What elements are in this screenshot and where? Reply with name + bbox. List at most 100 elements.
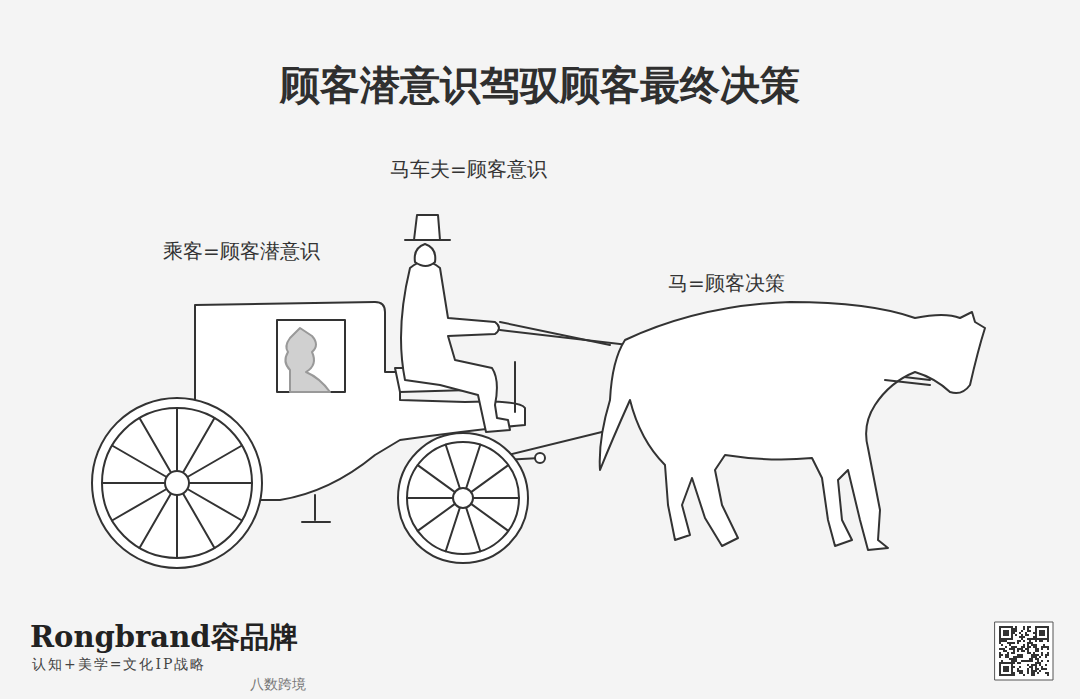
spoke: [176, 495, 178, 558]
qr-module: [1017, 648, 1019, 650]
qr-module: [1001, 640, 1003, 642]
qr-module: [1003, 662, 1005, 664]
qr-module: [1043, 626, 1045, 628]
qr-module: [1015, 646, 1017, 648]
spoke: [418, 504, 455, 531]
qr-module: [1047, 636, 1049, 638]
qr-module: [1025, 634, 1027, 636]
qr-module: [1027, 628, 1029, 630]
qr-module: [1007, 668, 1009, 670]
spoke: [471, 504, 508, 531]
qr-module: [1009, 626, 1011, 628]
rear-wheel-hub: [165, 471, 189, 495]
qr-module: [1019, 656, 1021, 658]
qr-module: [1029, 630, 1031, 632]
qr-module: [1013, 632, 1015, 634]
qr-module: [1011, 668, 1013, 670]
qr-module: [1001, 638, 1003, 640]
qr-module: [1013, 650, 1015, 652]
qr-module: [1035, 670, 1037, 672]
qr-module: [1005, 670, 1007, 672]
qr-module: [1031, 654, 1033, 656]
brand-logo: Rongbrand容品牌: [30, 618, 298, 658]
spoke: [446, 445, 460, 489]
qr-module: [1017, 670, 1019, 672]
qr-module: [1027, 634, 1029, 636]
qr-module: [1027, 638, 1029, 640]
spoke: [187, 446, 242, 478]
qr-module: [1031, 660, 1033, 662]
driver-body: [401, 262, 510, 433]
qr-module: [1045, 638, 1047, 640]
qr-module: [1011, 642, 1013, 644]
qr-module: [1045, 664, 1047, 666]
qr-module: [999, 668, 1001, 670]
qr-module: [1041, 630, 1043, 632]
qr-module: [1045, 626, 1047, 628]
shaft-joint: [535, 453, 545, 463]
qr-module: [1033, 632, 1035, 634]
qr-module: [1027, 670, 1029, 672]
spoke: [140, 418, 172, 473]
qr-module: [1023, 640, 1025, 642]
qr-module: [1033, 638, 1035, 640]
qr-module: [999, 642, 1001, 644]
qr-module: [1043, 638, 1045, 640]
rear-wheel: [92, 398, 262, 568]
qr-module: [1041, 638, 1043, 640]
qr-module: [1007, 656, 1009, 658]
qr-module: [1037, 648, 1039, 650]
qr-module: [1029, 646, 1031, 648]
qr-module: [1023, 636, 1025, 638]
qr-module: [1043, 630, 1045, 632]
qr-module: [1033, 646, 1035, 648]
qr-module: [1033, 674, 1035, 676]
qr-module: [1007, 642, 1009, 644]
qr-module: [1023, 660, 1025, 662]
qr-module: [1001, 660, 1003, 662]
qr-module: [1011, 662, 1013, 664]
qr-module: [1047, 634, 1049, 636]
qr-module: [1013, 652, 1015, 654]
qr-module: [1027, 648, 1029, 650]
qr-module: [1015, 634, 1017, 636]
qr-module: [1027, 646, 1029, 648]
qr-module: [1027, 626, 1029, 628]
qr-module: [1047, 638, 1049, 640]
qr-module: [1007, 666, 1009, 668]
qr-module: [1031, 642, 1033, 644]
qr-module: [1013, 642, 1015, 644]
qr-module: [1021, 630, 1023, 632]
qr-module: [1031, 644, 1033, 646]
qr-module: [1007, 634, 1009, 636]
qr-module: [1005, 638, 1007, 640]
qr-module: [1023, 644, 1025, 646]
qr-module: [1027, 652, 1029, 654]
spoke: [112, 489, 167, 521]
qr-module: [1021, 638, 1023, 640]
qr-module: [1013, 660, 1015, 662]
qr-module: [1019, 636, 1021, 638]
qr-module: [1041, 634, 1043, 636]
qr-module: [1033, 652, 1035, 654]
qr-module: [1019, 666, 1021, 668]
qr-module: [1011, 638, 1013, 640]
qr-module: [1047, 632, 1049, 634]
qr-module: [1003, 648, 1005, 650]
qr-module: [999, 632, 1001, 634]
qr-module: [1003, 632, 1005, 634]
qr-module: [1029, 640, 1031, 642]
qr-module: [1023, 628, 1025, 630]
qr-code-modules: [999, 626, 1049, 676]
qr-module: [1047, 652, 1049, 654]
qr-module: [1003, 666, 1005, 668]
qr-module: [1007, 652, 1009, 654]
qr-module: [1011, 632, 1013, 634]
qr-module: [1039, 638, 1041, 640]
qr-module: [1039, 670, 1041, 672]
spoke: [189, 482, 252, 484]
qr-module: [1013, 648, 1015, 650]
qr-module: [1041, 632, 1043, 634]
qr-module: [1013, 674, 1015, 676]
qr-module: [1005, 646, 1007, 648]
